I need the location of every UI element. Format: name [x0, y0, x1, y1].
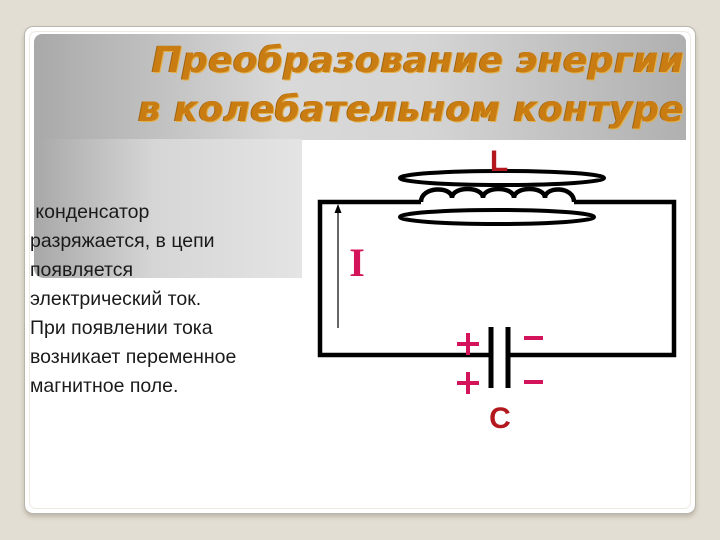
plus-sign-icon [457, 372, 479, 394]
title-line-1: Преобразование энергии [151, 40, 684, 81]
inductor-coil-icon [398, 169, 606, 226]
capacitor-label: C [489, 402, 511, 435]
plus-sign-icon [457, 333, 479, 355]
body-line: При появлении тока [30, 317, 213, 339]
body-line: возникает переменное [30, 346, 237, 368]
body-line: разряжается, в цепи [30, 230, 215, 252]
body-line: электрический ток. [30, 288, 202, 310]
body-line: конденсатор [30, 201, 150, 223]
circuit-wires [317, 199, 677, 358]
inductor-label: L [490, 145, 508, 178]
slide-inner-border [29, 31, 691, 509]
text-panel-background [34, 139, 302, 278]
title-line-2: в колебательном контуре [137, 89, 684, 130]
body-line: магнитное поле. [30, 375, 179, 397]
body-line: появляется [30, 259, 134, 281]
current-direction-arrow-icon [334, 204, 342, 328]
title-panel [34, 34, 686, 140]
body-text: конденсатор разряжается, в цепи появляет… [30, 198, 300, 401]
capacitor-icon [488, 327, 511, 388]
current-label: I [349, 240, 365, 285]
slide-title: Преобразование энергии в колебательном к… [60, 36, 684, 134]
